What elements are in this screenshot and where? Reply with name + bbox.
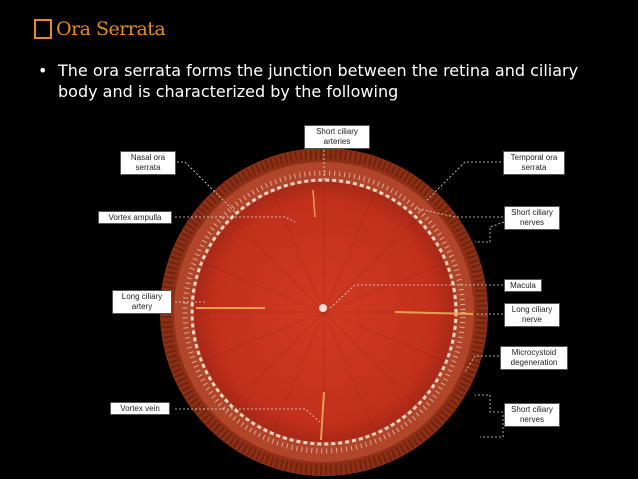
label-short-ciliary-nerves-top: Short ciliary nerves <box>504 206 560 230</box>
bullet-dot-icon: • <box>38 61 48 80</box>
ora-serrata-edge <box>190 178 458 446</box>
retina-disc <box>194 182 454 442</box>
label-macula: Macula <box>504 279 542 292</box>
checkbox-bullet-icon <box>34 19 52 39</box>
label-microcystoid-degeneration: Microcystoid degeneration <box>500 346 568 370</box>
label-long-ciliary-artery: Long ciliary artery <box>112 290 172 314</box>
long-ciliary-nerve-streak <box>394 311 474 315</box>
bullet-point: • The ora serrata forms the junction bet… <box>38 60 598 102</box>
slide-title: Ora Serrata <box>34 14 166 44</box>
slide-title-text: Ora Serrata <box>56 18 166 40</box>
fundus-illustration <box>95 122 568 479</box>
label-nasal-ora-serrata: Nasal ora serrata <box>120 151 176 175</box>
label-vortex-vein: Vortex vein <box>110 402 170 415</box>
label-long-ciliary-nerve: Long ciliary nerve <box>504 303 560 327</box>
label-temporal-ora-serrata: Temporal ora serrata <box>503 151 565 175</box>
macula-spot <box>319 304 327 312</box>
label-short-ciliary-arteries: Short ciliary arteries <box>304 125 370 149</box>
label-short-ciliary-nerves-bottom: Short ciliary nerves <box>504 403 560 427</box>
bullet-text: The ora serrata forms the junction betwe… <box>58 61 579 101</box>
ora-serrata-figure: Short ciliary arteries Nasal ora serrata… <box>95 122 568 479</box>
label-vortex-ampulla: Vortex ampulla <box>98 211 172 224</box>
